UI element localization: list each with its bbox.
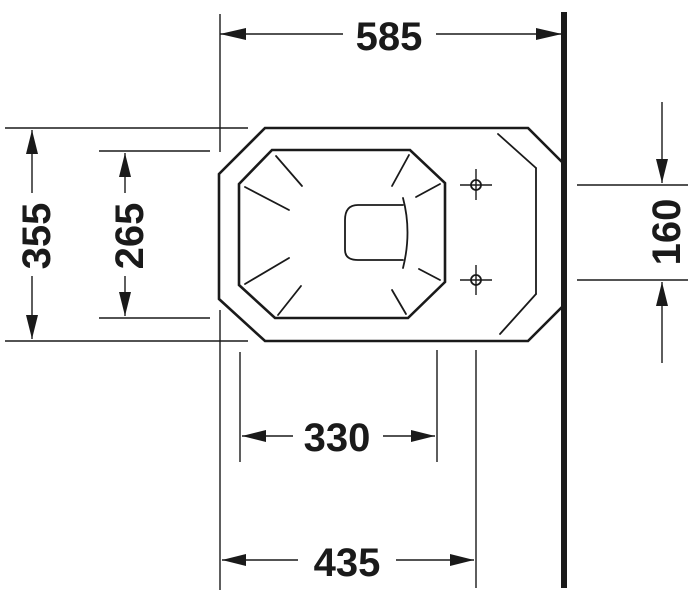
arrow-left-icon [222,554,246,566]
bowl-radial-lines [244,154,441,316]
rear-facet-line [497,133,537,169]
arrow-down-icon [656,159,668,183]
dimension-label: 585 [356,15,423,59]
fixing-hole-lower [460,265,492,295]
dimension-585: 585 [219,14,562,152]
arrow-right-icon [450,554,474,566]
dimension-label: 160 [645,199,689,266]
outlet-outline [344,204,404,261]
arrow-up-icon [26,130,38,154]
fixing-hole-upper [460,169,492,200]
arrow-down-icon [119,292,131,316]
toilet-body [217,126,565,343]
arrow-right-icon [536,28,562,40]
bowl-outline [237,148,447,320]
dimension-160: 160 [577,102,689,363]
arrow-down-icon [26,315,38,339]
dimension-label: 355 [15,203,59,270]
outlet-rim-arc [402,197,409,269]
arrow-left-icon [242,430,266,442]
dimension-330: 330 [239,350,438,462]
dimension-435: 435 [222,350,477,588]
dimension-265: 265 [99,150,210,319]
dimension-label: 435 [314,541,381,585]
rear-facet-line [499,293,537,335]
arrow-up-icon [119,153,131,177]
arrow-up-icon [656,282,668,306]
outer-body-outline [217,126,565,343]
arrow-left-icon [220,28,246,40]
dimension-label: 265 [108,203,152,270]
dimension-355: 355 [5,127,248,342]
dimension-label: 330 [304,416,371,460]
arrow-right-icon [411,430,435,442]
